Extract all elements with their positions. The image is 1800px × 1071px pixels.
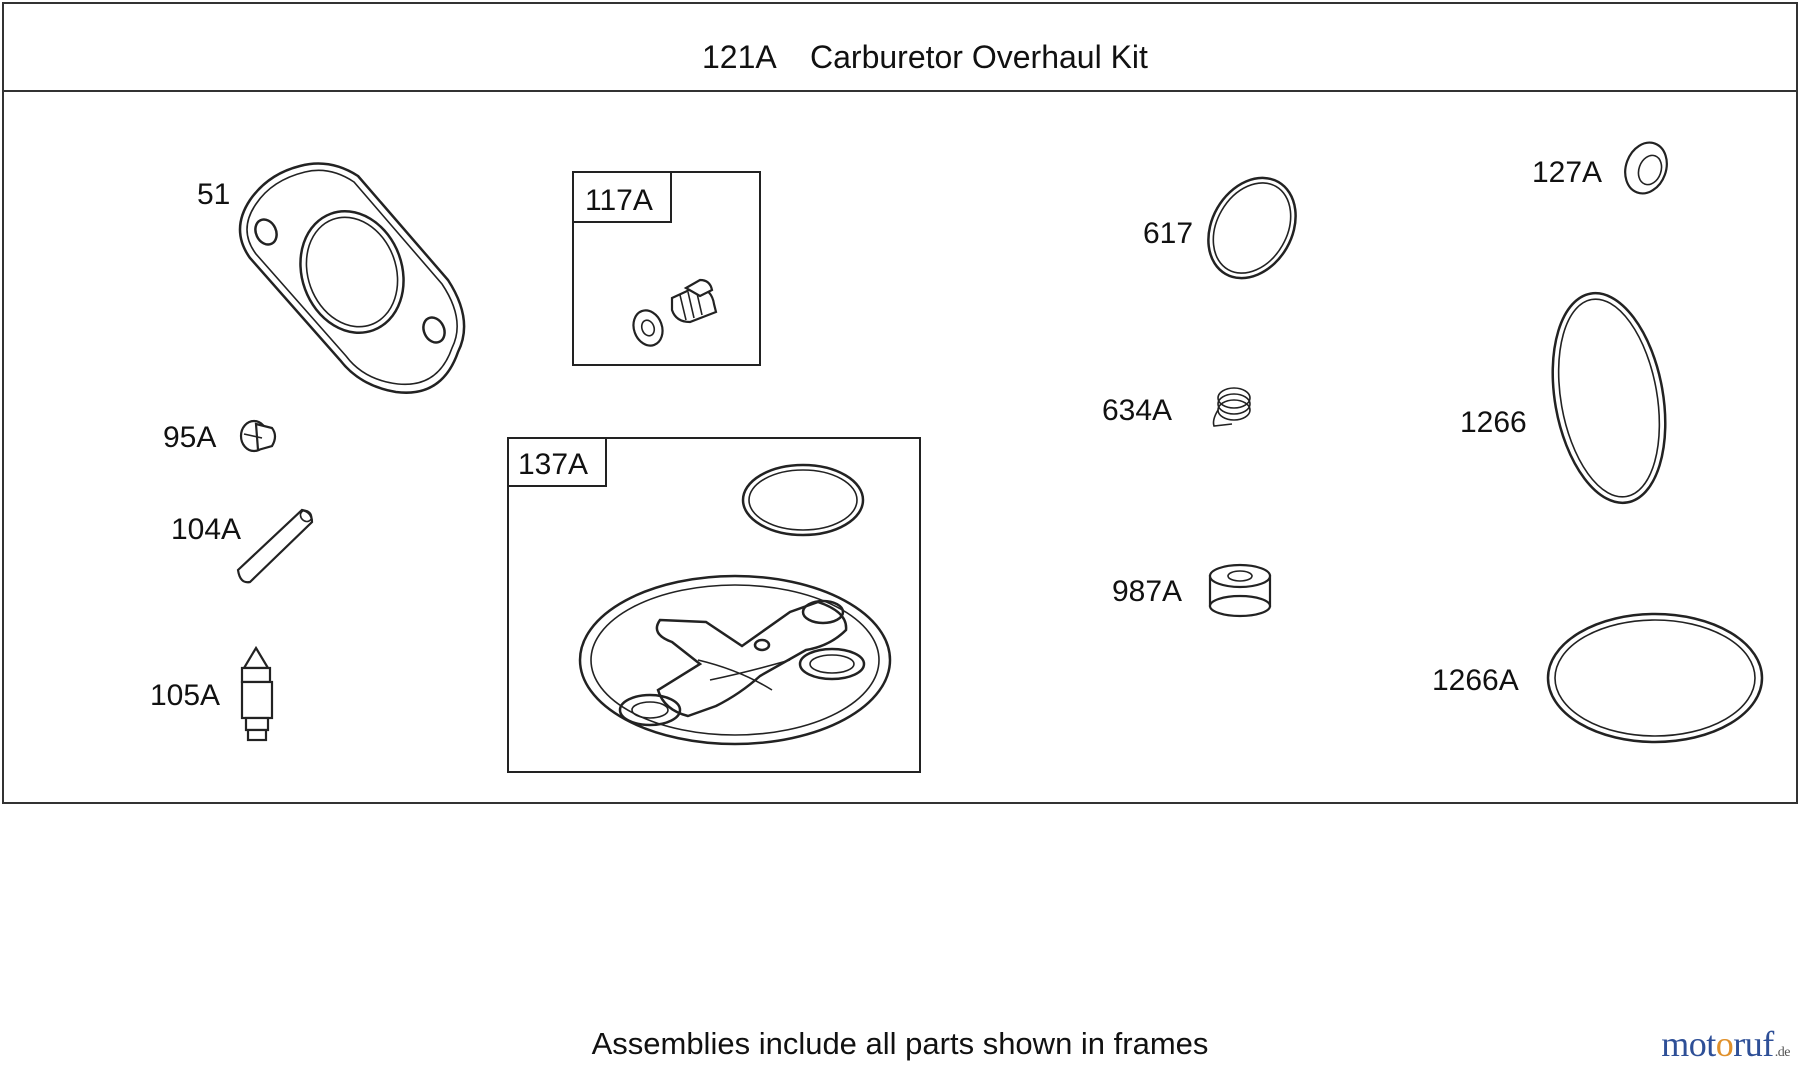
frame-137A-tag	[507, 437, 607, 487]
label-634A: 634A	[1102, 394, 1172, 427]
label-117A: 117A	[585, 184, 653, 217]
diagram-frame	[2, 2, 1798, 804]
label-617: 617	[1143, 217, 1193, 250]
frames-note: Assemblies include all parts shown in fr…	[591, 1026, 1209, 1061]
part-1266-gasket[interactable]	[1537, 284, 1680, 512]
label-127A: 127A	[1532, 156, 1602, 189]
brand-tld: .de	[1774, 1045, 1791, 1060]
brand-logo: motoruf.de	[1661, 1023, 1790, 1065]
label-51: 51	[197, 178, 230, 211]
frame-117A-tag	[572, 171, 672, 223]
part-117A-jet[interactable]	[629, 278, 718, 350]
label-105A: 105A	[150, 679, 220, 712]
brand-part-b: o	[1715, 1024, 1734, 1064]
label-1266A: 1266A	[1432, 664, 1519, 697]
part-51-gasket[interactable]	[238, 162, 466, 394]
part-127A-plug[interactable]	[1618, 137, 1673, 200]
part-137A-diaphragm-gasket[interactable]	[578, 574, 892, 746]
brand-part-a: mot	[1661, 1024, 1716, 1064]
label-987A: 987A	[1112, 575, 1182, 608]
part-987A-bushing[interactable]	[1208, 563, 1272, 618]
frame-137A	[507, 437, 921, 773]
kit-number: 121A	[702, 39, 777, 75]
part-1266A-ring[interactable]	[1546, 612, 1764, 744]
part-104A-pin[interactable]	[236, 508, 314, 584]
part-137A-o-ring[interactable]	[741, 463, 865, 537]
kit-name: Carburetor Overhaul Kit	[810, 39, 1148, 75]
part-105A-needle[interactable]	[240, 645, 274, 742]
part-617-o-ring[interactable]	[1191, 162, 1313, 294]
brand-part-c: ruf	[1733, 1024, 1774, 1064]
part-95A-screw[interactable]	[239, 419, 277, 453]
label-137A: 137A	[518, 448, 588, 481]
label-1266: 1266	[1460, 406, 1527, 439]
part-634A-spring[interactable]	[1212, 387, 1251, 427]
label-95A: 95A	[163, 421, 216, 454]
label-104A: 104A	[171, 513, 241, 546]
